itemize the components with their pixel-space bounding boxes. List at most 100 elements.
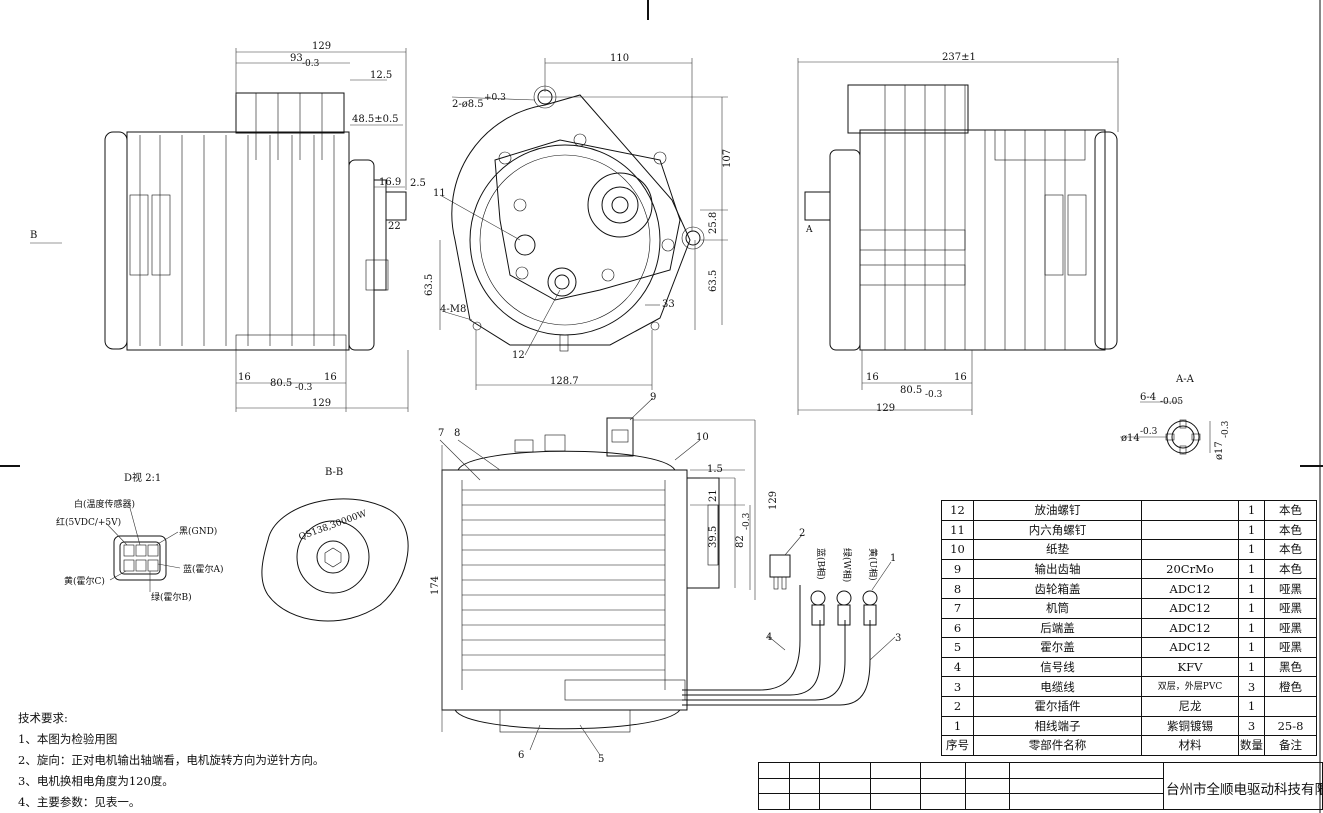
dim-end-25-8: 25.8 [708,212,719,234]
dim-end-128-7: 128.7 [550,376,579,387]
section-aa-6-4-tol: -0.05 [1160,397,1183,407]
dim-front-22: 22 [388,221,401,232]
bom-cell-material [1141,500,1239,521]
bom-cell-no: 7 [941,597,974,619]
bom-cell-qty: 1 [1238,558,1265,580]
bom-cell-name: 放油螺钉 [973,500,1142,521]
bom-cell-no: 12 [941,500,974,521]
bom-cell-note: 本色 [1264,500,1317,521]
dim-front-16-left: 16 [238,372,251,383]
dim-front-16-9: 16.9 [379,177,401,188]
section-aa-title: A-A [1175,374,1195,385]
section-a-a: A-A 6-4 -0.05 ø14 -0.3 ø17 -0.3 [1120,374,1231,460]
view-arrow-b: B [30,230,37,241]
note-4: 4、主要参数：见表一。 [18,795,141,809]
bom-cell-material: 紫铜镀锡 [1141,715,1239,737]
assembly-dim-82-tol: -0.3 [742,512,752,530]
bom-cell-note: 哑黑 [1264,597,1317,619]
assembly-dim-82: 82 [735,535,746,548]
bom-cell-name: 齿轮箱盖 [973,578,1142,599]
bom-cell-name: 机筒 [973,597,1142,619]
technical-notes: 技术要求: 1、本图为检验用图 2、旋向：正对电机输出轴端看，电机旋转方向为逆针… [18,708,324,813]
section-aa-d17: ø17 [1214,441,1225,460]
view-d-red: 红(5VDC/+5V) [56,516,121,528]
bom-cell-material: ADC12 [1141,617,1239,639]
note-3: 3、电机换相电角度为120度。 [18,774,174,788]
bom-header-row: 序号 零部件名称 材料 数量 备注 [941,735,1317,756]
view-d-yellow: 黄(霍尔C) [64,575,105,587]
side-marker-a: A [805,225,813,235]
dim-end-33: 33 [662,299,675,310]
section-bb-title: B-B [325,467,343,478]
dim-end-hole-tol: +0.3 [484,93,506,103]
dim-end-107: 107 [722,149,733,168]
bom-cell-note: 25-8 [1264,715,1317,737]
dim-front-80-5: 80.5 [270,378,292,389]
bom-cell-qty: 3 [1238,715,1265,737]
assembly-callout-5: 5 [598,754,604,765]
assembly-dim-21: 21 [708,489,719,502]
view-d-connector: D视 2:1 白(温度传感器) 红(5VDC/+5V) 黑(GND) 蓝(霍尔A… [56,471,224,603]
assembly-callout-8: 8 [454,428,460,439]
bom-cell-no: 5 [941,637,974,658]
bom-cell-note: 黑色 [1264,656,1317,678]
section-aa-d14: ø14 [1121,433,1140,444]
dim-front-93: 93 [290,53,303,64]
bom-cell-name: 纸垫 [973,539,1142,560]
bom-header-name: 零部件名称 [973,735,1142,756]
bom-cell-no: 10 [941,539,974,560]
bom-cell-note: 哑黑 [1264,637,1317,658]
assembly-tag-green: 绿(W相) [841,548,853,582]
bom-cell-qty: 1 [1238,637,1265,658]
bom-cell-qty: 1 [1238,597,1265,619]
assembly-dim-174: 174 [430,576,441,595]
dim-side-16-right: 16 [954,372,967,383]
bom-cell-qty: 1 [1238,539,1265,560]
section-aa-d14-tol: -0.3 [1140,427,1158,437]
bom-cell-qty: 1 [1238,578,1265,599]
view-d-white: 白(温度传感器) [74,498,135,510]
dim-side-237: 237±1 [942,52,976,63]
dim-front-16-right: 16 [324,372,337,383]
assembly-view: 7 8 9 10 6 5 4 3 2 1 1.5 21 39.5 82 -0.3… [430,392,901,765]
bom-cell-no: 2 [941,695,974,717]
bom-cell-qty: 1 [1238,656,1265,678]
section-aa-6-4: 6-4 [1140,392,1156,403]
dim-end-hole: 2-ø8.5 [452,99,484,110]
callout-12: 12 [512,350,525,361]
bom-cell-qty: 3 [1238,676,1265,697]
bom-cell-note: 本色 [1264,519,1317,541]
dim-front-129: 129 [312,41,331,52]
bom-cell-name: 信号线 [973,656,1142,678]
notes-title: 技术要求: [18,711,68,725]
bom-cell-no: 8 [941,578,974,599]
assembly-tag-yellow: 黄(U相) [867,548,879,581]
assembly-callout-7: 7 [438,428,444,439]
side-view: 237±1 16 80.5 -0.3 16 129 A [797,52,1119,415]
assembly-tag-blue: 蓝(B相) [815,548,827,580]
dim-end-63-5-right: 63.5 [708,270,719,292]
bom-cell-note: 哑黑 [1264,617,1317,639]
bom-cell-name: 相线端子 [973,715,1142,737]
bom-cell-no: 9 [941,558,974,580]
bom-cell-qty: 1 [1238,617,1265,639]
dim-front-129-bottom: 129 [312,398,331,409]
view-d-black: 黑(GND) [179,526,217,537]
view-d-title: D视 2:1 [124,471,161,484]
dim-front-93-tol: -0.3 [302,59,320,69]
bom-cell-note [1264,695,1317,717]
bom-cell-name: 电缆线 [973,676,1142,697]
assembly-callout-9: 9 [650,392,656,403]
